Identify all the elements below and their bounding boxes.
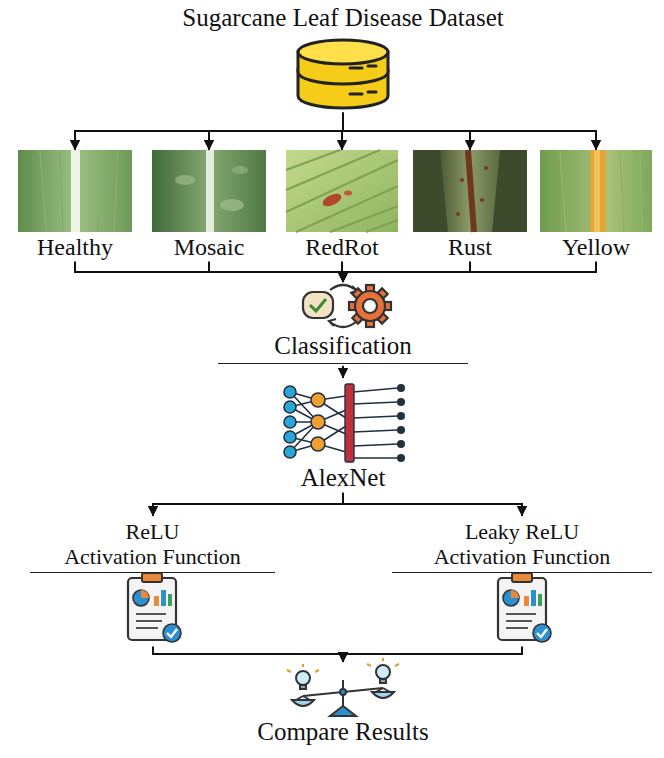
diagram-node: ReLUActivation Function bbox=[30, 516, 275, 647]
report-icon bbox=[128, 573, 181, 642]
node-label: Activation Function bbox=[392, 544, 652, 572]
leaf-photo-yellow bbox=[540, 150, 652, 232]
neural-network-icon bbox=[284, 384, 405, 462]
diagram-node: Compare Results bbox=[193, 662, 493, 747]
node-label: Leaky ReLU bbox=[392, 519, 652, 544]
diagram-node: Leaky ReLUActivation Function bbox=[392, 516, 652, 647]
classification-icon bbox=[303, 285, 391, 327]
connector-arrow bbox=[342, 366, 344, 378]
connector-arrow bbox=[209, 113, 343, 150]
connector-arrow bbox=[343, 647, 522, 662]
diagram-node: Healthy bbox=[18, 150, 132, 262]
diagram-node: Rust bbox=[413, 150, 527, 262]
node-label: Rust bbox=[413, 234, 527, 262]
node-label: Healthy bbox=[18, 234, 132, 262]
leaf-photo-rust bbox=[413, 150, 527, 232]
connector-arrow bbox=[343, 493, 522, 516]
diagram-node: Sugarcane Leaf Disease Dataset bbox=[143, 4, 543, 113]
node-label: RedRot bbox=[286, 234, 398, 262]
connector-arrow bbox=[153, 647, 343, 662]
database-icon bbox=[298, 40, 388, 108]
node-label: Classification bbox=[218, 332, 468, 364]
node-label: Activation Function bbox=[30, 544, 275, 572]
leaf-photo-mosaic bbox=[152, 150, 266, 232]
diagram-node: Mosaic bbox=[152, 150, 266, 262]
node-label: AlexNet bbox=[243, 464, 443, 493]
connector-arrow bbox=[75, 113, 343, 150]
diagram-node: RedRot bbox=[286, 150, 398, 262]
node-label: Sugarcane Leaf Disease Dataset bbox=[143, 4, 543, 33]
node-label: Yellow bbox=[540, 234, 652, 262]
node-label: Mosaic bbox=[152, 234, 266, 262]
diagram-node: Yellow bbox=[540, 150, 652, 262]
connector-arrow bbox=[343, 113, 596, 150]
connector-arrow bbox=[343, 262, 596, 282]
connector-arrow bbox=[153, 493, 343, 516]
diagram-node: Classification bbox=[218, 282, 468, 366]
diagram-node: AlexNet bbox=[243, 378, 443, 493]
leaf-photo-healthy bbox=[18, 150, 132, 232]
connector-arrow bbox=[75, 262, 343, 282]
balance-icon bbox=[287, 658, 399, 716]
leaf-photo-redrot bbox=[286, 150, 398, 232]
connector-arrow bbox=[209, 262, 343, 282]
report-icon bbox=[498, 573, 551, 642]
node-label: ReLU bbox=[30, 519, 275, 544]
node-label: Compare Results bbox=[193, 718, 493, 747]
